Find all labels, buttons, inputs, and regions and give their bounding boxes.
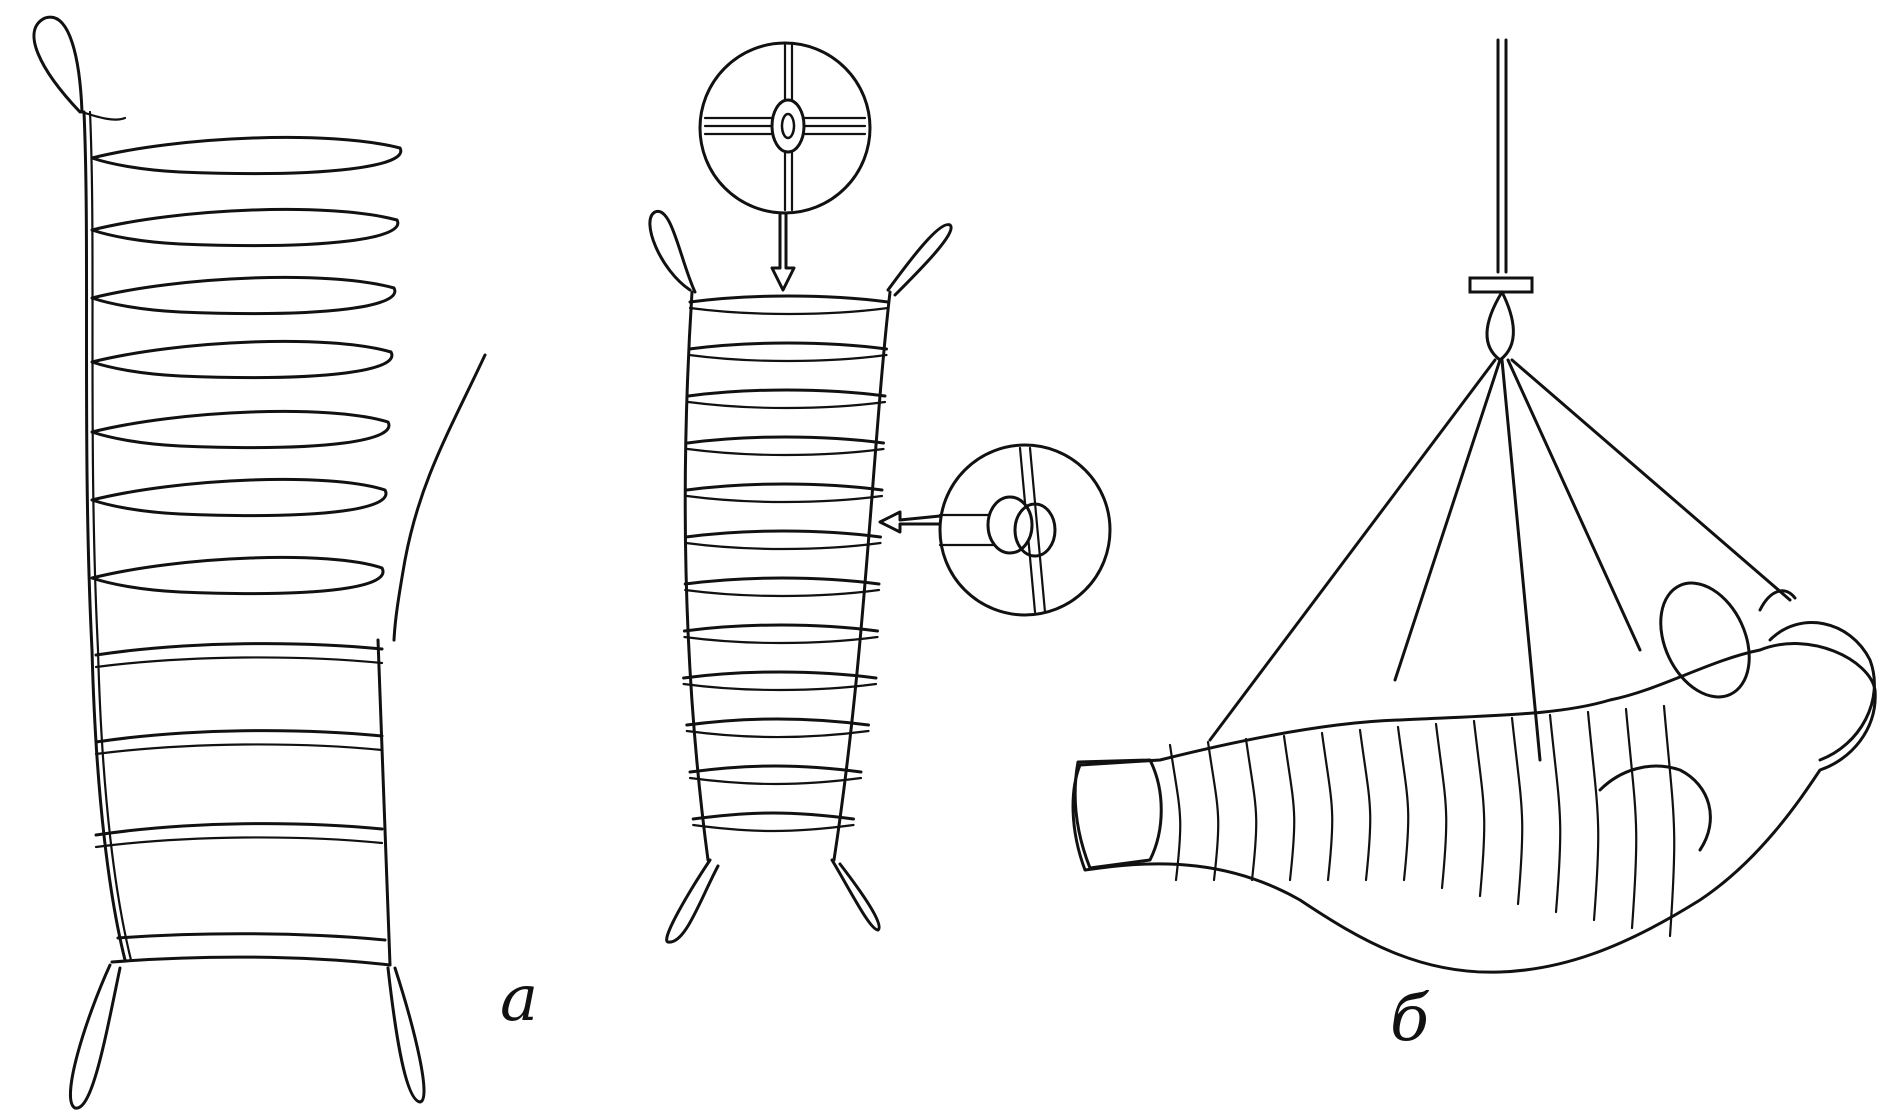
binding-wrap — [1208, 742, 1218, 880]
shoulder-loop — [1643, 569, 1766, 712]
ladder-right-spine — [378, 640, 390, 965]
stretcher-right-spine — [834, 292, 890, 860]
binding-wrap — [1474, 721, 1484, 896]
ladder-loop — [92, 209, 398, 245]
ladder-loop — [92, 411, 389, 447]
suspension-line-5 — [1512, 360, 1790, 600]
binding-wrap — [1664, 706, 1674, 936]
binding-wrap — [1588, 712, 1598, 920]
arm — [1600, 766, 1710, 850]
binding-wrap — [1246, 739, 1256, 880]
suspended-casualty — [1073, 40, 1875, 972]
body-bindings — [1170, 706, 1674, 936]
rope-ladder-left — [34, 17, 485, 1108]
stretcher-rung — [686, 543, 881, 549]
arrow-down-icon — [772, 213, 794, 290]
casualty-body — [1073, 644, 1875, 973]
knot-detail-top — [700, 43, 870, 290]
stretcher-bottom-loop-right — [832, 860, 879, 930]
suspension-line-1 — [1210, 360, 1495, 740]
stretcher-bottom-loop-left — [667, 860, 718, 942]
binding-wrap — [1284, 736, 1294, 880]
stretcher-rung — [687, 496, 882, 502]
stretcher-rung — [690, 778, 861, 784]
bottom-loop-right — [388, 968, 424, 1102]
stretcher-rung — [684, 672, 876, 678]
rope-stretcher-middle — [650, 43, 1110, 942]
top-loop — [34, 17, 82, 112]
ladder-rung — [96, 824, 382, 835]
stretcher-rung — [690, 296, 888, 302]
ladder-rung — [96, 657, 382, 667]
stretcher-rungs — [684, 296, 888, 831]
knot-icon — [772, 100, 804, 152]
boot — [1075, 760, 1161, 868]
ladder-loop — [92, 557, 383, 593]
free-rope-end — [394, 355, 485, 640]
figure-label-a: а — [500, 962, 538, 1036]
knot-detail-side — [880, 445, 1110, 615]
ladder-rung — [96, 644, 382, 655]
ladder-loop — [92, 479, 386, 515]
ladder-rung — [96, 744, 382, 754]
binding-wrap — [1436, 724, 1446, 888]
figure-label-b: б — [1390, 982, 1430, 1056]
stretcher-rung — [689, 355, 886, 361]
stretcher-rung — [688, 390, 885, 396]
stretcher-rung — [684, 684, 876, 690]
stretcher-rung — [687, 719, 869, 725]
ladder-loop — [92, 137, 401, 173]
binding-wrap — [1550, 715, 1560, 912]
ladder-rung — [96, 837, 382, 847]
stretcher-rung — [688, 402, 885, 408]
binding-wrap — [1626, 709, 1636, 928]
binding-wrap — [1360, 730, 1370, 880]
arrow-left-icon — [880, 512, 940, 532]
stretcher-left-spine — [685, 292, 708, 860]
stretcher-rung — [684, 625, 877, 631]
bottom-loop-left — [70, 965, 120, 1108]
binding-wrap — [1170, 745, 1180, 880]
binding-wrap — [1512, 718, 1522, 904]
stretcher-rung — [688, 449, 884, 455]
stretcher-rung — [688, 437, 884, 443]
stretcher-rung — [690, 308, 888, 314]
stretcher-rung — [684, 637, 877, 643]
stretcher-top-loop-left — [650, 211, 695, 292]
bottom-rung-1 — [118, 934, 385, 940]
stretcher-rung — [693, 813, 853, 819]
stretcher-rung — [685, 578, 879, 584]
hanger-bar — [1470, 278, 1532, 292]
binding-wrap — [1398, 727, 1408, 880]
ladder-loops — [92, 137, 401, 847]
stretcher-rung — [687, 731, 869, 737]
stretcher-rung — [690, 766, 861, 772]
ladder-loop — [92, 341, 392, 377]
stretcher-rung — [693, 825, 853, 831]
bottom-rung-2 — [112, 957, 390, 965]
carabiner-icon — [1487, 292, 1513, 360]
stretcher-rung — [689, 343, 886, 349]
ladder-rung — [96, 731, 382, 742]
suspension-line-4 — [1508, 360, 1640, 650]
binding-wrap — [1322, 733, 1332, 880]
ladder-loop — [92, 277, 395, 313]
stretcher-rung — [687, 484, 882, 490]
stretcher-rung — [686, 531, 881, 537]
hanging-rope — [1498, 40, 1506, 272]
suspension-line-2 — [1395, 360, 1500, 680]
stretcher-top-loop-right — [888, 225, 951, 295]
stretcher-rung — [685, 590, 879, 596]
